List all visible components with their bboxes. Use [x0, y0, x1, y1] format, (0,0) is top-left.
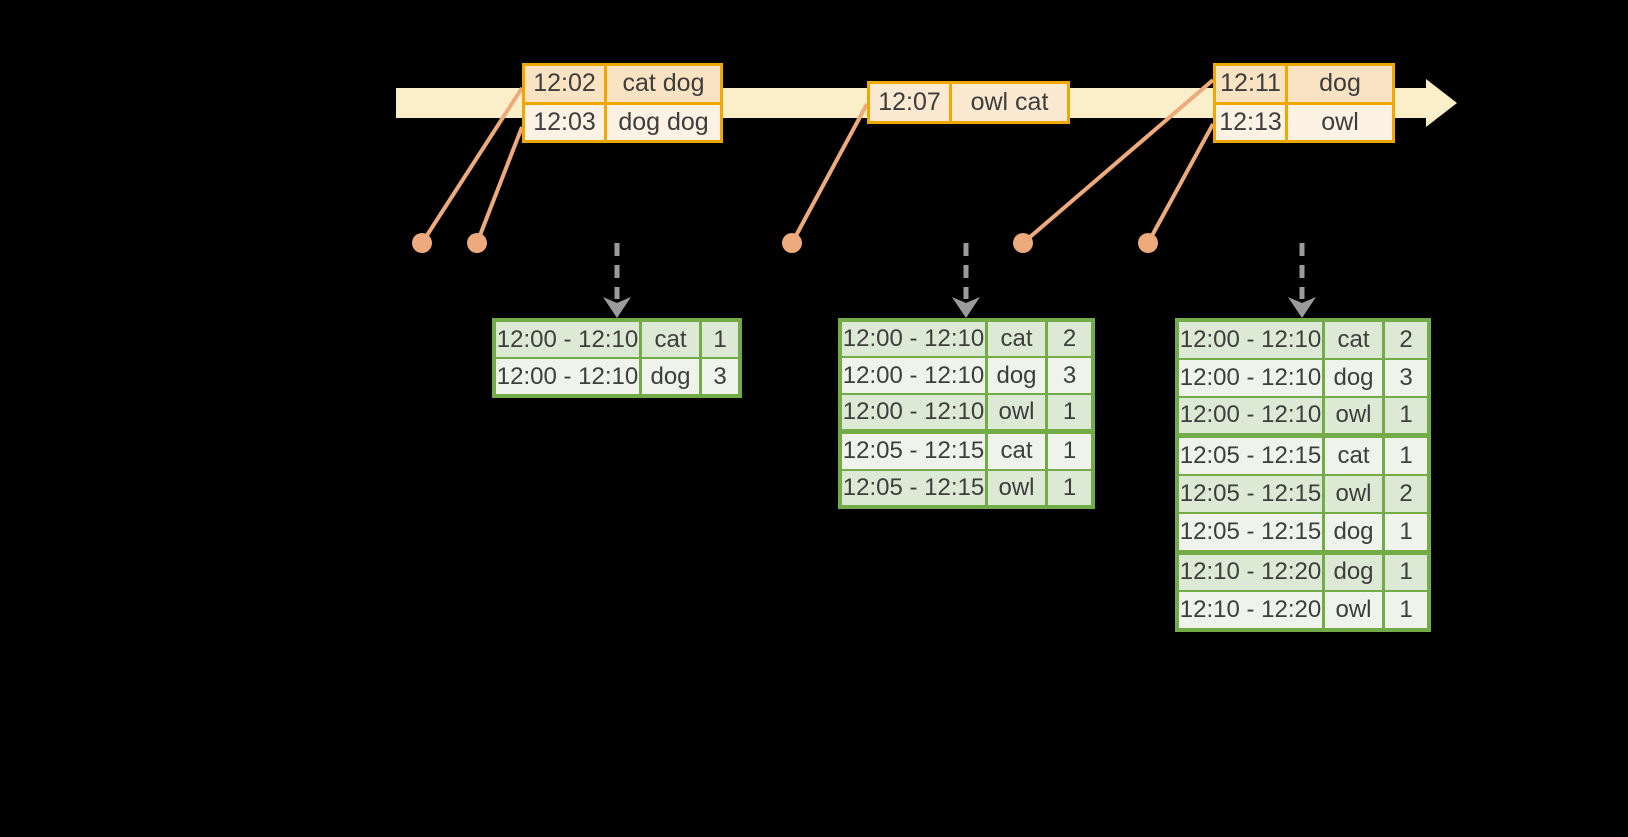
count-cell: 1: [1062, 473, 1077, 501]
count-cell: 1: [1062, 437, 1077, 465]
event-row: 12:02 cat dog: [525, 66, 720, 102]
count-cell: 1: [1399, 401, 1413, 429]
window-cell: 12:05 - 12:15: [842, 470, 988, 506]
result-row: 12:05 - 12:15 cat 1: [842, 429, 1091, 469]
window-cell: 12:00 - 12:10: [496, 359, 642, 394]
window-cell: 12:05 - 12:15: [1179, 438, 1325, 474]
count-cell: 1: [713, 325, 727, 353]
event-words-cell: dog: [1319, 69, 1361, 98]
word-cell: owl: [1325, 592, 1385, 628]
event-dot: [1138, 233, 1158, 253]
count-cell: 1: [1399, 596, 1413, 624]
result-row: 12:00 - 12:10 owl 1: [842, 392, 1091, 430]
word-cell: dog: [1325, 513, 1385, 550]
word-cell: owl: [988, 394, 1048, 430]
event-words-cell: cat dog: [622, 69, 705, 98]
result-table-1: 12:00 - 12:10 cat 1 12:00 - 12:10 dog 3: [492, 318, 742, 398]
count-cell: 1: [1062, 398, 1077, 426]
event-connector-line: [420, 86, 524, 245]
event-dot: [1013, 233, 1033, 253]
event-words-cell: dog dog: [618, 107, 709, 136]
trigger-arrowhead-icon: [1288, 297, 1316, 318]
event-time-cell: 12:11: [1216, 66, 1288, 102]
event-dots: [412, 233, 1158, 253]
result-table-2: 12:00 - 12:10 cat 2 12:00 - 12:10 dog 3 …: [838, 318, 1095, 509]
word-cell: owl: [988, 470, 1048, 506]
event-row: 12:11 dog: [1216, 66, 1392, 102]
trigger-arrows: [603, 243, 1316, 318]
window-cell: 12:00 - 12:10: [842, 394, 988, 430]
word-cell: dog: [988, 358, 1048, 393]
event-dot: [412, 233, 432, 253]
event-time-cell: 12:02: [525, 66, 607, 102]
word-cell: owl: [1325, 397, 1385, 434]
result-table-3: 12:00 - 12:10 cat 2 12:00 - 12:10 dog 3 …: [1175, 318, 1431, 632]
word-cell: cat: [1325, 438, 1385, 474]
window-cell: 12:00 - 12:10: [842, 322, 988, 357]
count-cell: 3: [1399, 363, 1413, 391]
word-cell: dog: [1325, 359, 1385, 396]
event-table-3: 12:11 dog 12:13 owl: [1213, 63, 1395, 143]
word-cell: dog: [1325, 554, 1385, 591]
count-cell: 1: [1399, 517, 1413, 545]
result-row: 12:05 - 12:15 owl 1: [842, 468, 1091, 506]
window-cell: 12:05 - 12:15: [842, 434, 988, 469]
event-dot: [782, 233, 802, 253]
event-connector-line: [475, 126, 524, 244]
word-cell: owl: [1325, 476, 1385, 512]
event-row: 12:13 owl: [1216, 101, 1392, 140]
window-cell: 12:10 - 12:20: [1179, 592, 1325, 628]
result-row: 12:00 - 12:10 dog 3: [496, 357, 738, 394]
word-cell: cat: [988, 434, 1048, 469]
window-cell: 12:05 - 12:15: [1179, 476, 1325, 512]
event-time-cell: 12:13: [1216, 104, 1288, 140]
count-cell: 1: [1399, 558, 1413, 586]
window-cell: 12:10 - 12:20: [1179, 554, 1325, 591]
event-connector-lines: [420, 78, 1215, 245]
event-row: 12:03 dog dog: [525, 101, 720, 140]
event-time-cell: 12:07: [870, 84, 952, 121]
event-connector-line: [790, 103, 869, 244]
window-cell: 12:05 - 12:15: [1179, 513, 1325, 550]
event-table-2: 12:07 owl cat: [867, 81, 1070, 124]
count-cell: 1: [1399, 442, 1413, 470]
window-cell: 12:00 - 12:10: [1179, 322, 1325, 358]
trigger-arrowhead-icon: [603, 297, 631, 318]
event-connector-line: [1021, 78, 1215, 245]
count-cell: 2: [1399, 479, 1413, 507]
event-words-cell: owl: [1321, 107, 1359, 136]
result-row: 12:00 - 12:10 cat 2: [842, 322, 1091, 357]
count-cell: 3: [1062, 361, 1077, 389]
event-connector-line: [1146, 123, 1215, 244]
result-row: 12:05 - 12:15 cat 1: [1179, 433, 1427, 474]
trigger-arrowhead-icon: [952, 297, 980, 318]
result-row: 12:00 - 12:10 cat 2: [1179, 322, 1427, 358]
count-cell: 3: [713, 362, 727, 390]
word-cell: cat: [1325, 322, 1385, 358]
event-row: 12:07 owl cat: [870, 84, 1067, 121]
word-cell: cat: [642, 322, 702, 357]
window-cell: 12:00 - 12:10: [842, 358, 988, 393]
result-row: 12:00 - 12:10 dog 3: [1179, 357, 1427, 396]
word-cell: cat: [988, 322, 1048, 357]
result-row: 12:10 - 12:20 dog 1: [1179, 549, 1427, 591]
result-row: 12:00 - 12:10 dog 3: [842, 356, 1091, 393]
count-cell: 2: [1062, 325, 1077, 353]
result-row: 12:05 - 12:15 dog 1: [1179, 511, 1427, 550]
result-row: 12:10 - 12:20 owl 1: [1179, 590, 1427, 628]
event-dot: [467, 233, 487, 253]
result-row: 12:00 - 12:10 owl 1: [1179, 395, 1427, 434]
window-cell: 12:00 - 12:10: [1179, 397, 1325, 434]
event-words-cell: owl cat: [970, 88, 1049, 116]
timeline-arrowhead-icon: [1426, 79, 1457, 127]
result-row: 12:00 - 12:10 cat 1: [496, 322, 738, 357]
window-cell: 12:00 - 12:10: [1179, 359, 1325, 396]
word-cell: dog: [642, 359, 702, 394]
count-cell: 2: [1399, 325, 1413, 353]
window-cell: 12:00 - 12:10: [496, 322, 642, 357]
result-row: 12:05 - 12:15 owl 2: [1179, 474, 1427, 512]
event-time-cell: 12:03: [525, 104, 607, 140]
event-table-1: 12:02 cat dog 12:03 dog dog: [522, 63, 723, 143]
